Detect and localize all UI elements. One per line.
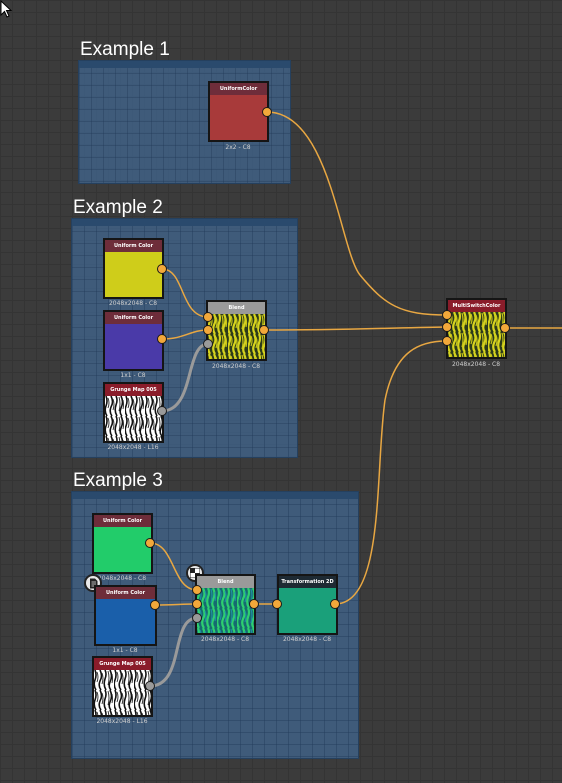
output-port[interactable] <box>249 599 259 609</box>
node-thumbnail <box>279 588 336 633</box>
node-transformation-2d[interactable]: Transformation 2D <box>277 574 338 635</box>
node-uniform-color-ex2-b[interactable]: Uniform Color <box>103 310 164 371</box>
output-port[interactable] <box>259 325 269 335</box>
output-port[interactable] <box>262 107 272 117</box>
output-port[interactable] <box>157 264 167 274</box>
node-resolution-label: 2048x2048 - C8 <box>108 300 158 307</box>
node-resolution-label: 1x1 - C8 <box>112 647 138 654</box>
output-port[interactable] <box>145 538 155 548</box>
node-header: Grunge Map 005 <box>105 384 162 396</box>
frame-title-example-3: Example 3 <box>73 470 163 491</box>
node-resolution-label: 2048x2048 - C8 <box>451 361 501 368</box>
frame-header-bar[interactable] <box>79 61 290 68</box>
node-uniform-color-ex3-b[interactable]: Uniform Color <box>94 585 157 646</box>
node-resolution-label: 1x1 - C8 <box>120 372 146 379</box>
input-port[interactable] <box>442 336 452 346</box>
node-blend-ex2[interactable]: Blend <box>206 300 267 361</box>
node-grunge-map-ex2[interactable]: Grunge Map 005 <box>103 382 164 443</box>
input-port[interactable] <box>192 585 202 595</box>
node-header: Uniform Color <box>105 240 162 252</box>
node-grunge-map-ex3[interactable]: Grunge Map 005 <box>92 656 153 717</box>
node-thumbnail <box>94 670 151 715</box>
frame-title-example-1: Example 1 <box>80 39 170 60</box>
node-header: Blend <box>197 576 254 588</box>
node-thumbnail <box>105 252 162 297</box>
output-port[interactable] <box>150 600 160 610</box>
node-header: UniformColor <box>210 83 267 95</box>
node-thumbnail <box>96 599 155 644</box>
node-header: Blend <box>208 302 265 314</box>
input-port[interactable] <box>442 322 452 332</box>
frame-header-bar[interactable] <box>72 219 297 226</box>
node-thumbnail <box>105 396 162 441</box>
node-resolution-label: 2048x2048 - C8 <box>211 363 261 370</box>
node-resolution-label: 2048x2048 - C8 <box>200 636 250 643</box>
node-uniform-color-ex2-a[interactable]: Uniform Color <box>103 238 164 299</box>
node-resolution-label: 2x2 - C8 <box>225 144 251 151</box>
node-resolution-label: 2048x2048 - L16 <box>96 718 148 725</box>
node-uniform-color-ex3-a[interactable]: Uniform Color <box>92 513 153 574</box>
node-multiswitch-color[interactable]: MultiSwitchColor <box>446 298 507 359</box>
node-thumbnail <box>197 588 254 633</box>
frame-header-bar[interactable] <box>72 492 358 499</box>
output-port[interactable] <box>330 599 340 609</box>
node-thumbnail <box>105 324 162 369</box>
input-port[interactable] <box>272 599 282 609</box>
output-port[interactable] <box>157 406 167 416</box>
output-port[interactable] <box>500 323 510 333</box>
node-header: Uniform Color <box>96 587 155 599</box>
node-thumbnail <box>208 314 265 359</box>
output-port[interactable] <box>157 334 167 344</box>
output-port[interactable] <box>145 681 155 691</box>
node-resolution-label: 2048x2048 - C8 <box>282 636 332 643</box>
node-uniform-color-ex1[interactable]: UniformColor <box>208 81 269 142</box>
node-header: Uniform Color <box>105 312 162 324</box>
node-resolution-label: 2048x2048 - C8 <box>97 575 147 582</box>
input-port[interactable] <box>203 312 213 322</box>
mouse-cursor-icon <box>0 0 13 18</box>
node-header: Transformation 2D <box>279 576 336 588</box>
input-port[interactable] <box>203 325 213 335</box>
frame-title-example-2: Example 2 <box>73 197 163 218</box>
input-port[interactable] <box>192 599 202 609</box>
node-header: MultiSwitchColor <box>448 300 505 312</box>
input-port[interactable] <box>203 339 213 349</box>
node-thumbnail <box>94 527 151 572</box>
node-blend-ex3[interactable]: Blend <box>195 574 256 635</box>
input-port[interactable] <box>192 613 202 623</box>
node-thumbnail <box>210 95 267 140</box>
node-thumbnail <box>448 312 505 357</box>
input-port[interactable] <box>442 310 452 320</box>
node-header: Uniform Color <box>94 515 151 527</box>
node-resolution-label: 2048x2048 - L16 <box>107 444 159 451</box>
node-header: Grunge Map 005 <box>94 658 151 670</box>
